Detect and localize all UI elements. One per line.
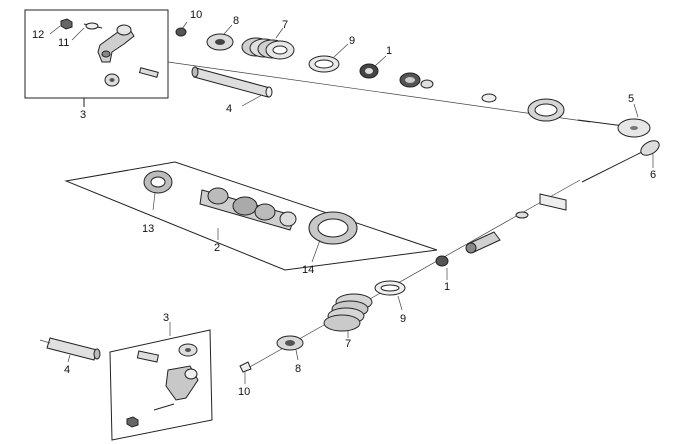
rocker-pin-icon [138,67,159,78]
rocker-shaft-bottom [39,337,101,363]
rocker-arm-icon [97,29,135,63]
valve-intake [577,103,651,138]
callout-2: 2 [214,242,220,254]
valve-exhaust [581,140,660,183]
upper-axis-parts [399,72,565,122]
callout-labels: 1 1 2 3 3 4 4 5 6 7 7 8 8 9 9 10 10 11 1… [32,9,656,398]
callout-9-bottom: 9 [400,313,406,325]
inset-box-top [24,9,169,107]
callout-12: 12 [32,29,44,41]
callout-3-bottom: 3 [163,312,169,324]
callout-10-bottom: 10 [238,386,250,398]
callout-8-bottom: 8 [295,363,301,375]
assembly-axis-lower [247,179,581,369]
rocker-shaft-top [191,66,273,107]
callout-3-top: 3 [80,109,86,121]
callout-1-top: 1 [386,45,392,57]
callout-14: 14 [302,264,314,276]
callout-1-bottom: 1 [444,281,450,293]
camshaft-group [64,161,438,271]
spring-retainer-top [206,24,234,51]
valve-spring-top [241,27,295,60]
valve-seat-washer-top [308,43,349,73]
callout-6: 6 [650,169,656,181]
callout-10-top: 10 [190,9,202,21]
callout-7-top: 7 [282,19,288,31]
nut-icon [60,18,73,30]
callout-5: 5 [628,93,634,105]
callout-4-top: 4 [226,103,232,115]
assembly-axis-upper [167,61,591,123]
callout-7-bottom: 7 [345,338,351,350]
callout-13: 13 [142,223,154,235]
callout-9-top: 9 [349,35,355,47]
callout-8-top: 8 [233,15,239,27]
callout-11: 11 [58,37,69,49]
inset-panel-bottom [109,322,213,441]
valve-stem-seal-top [359,55,387,79]
lower-axis-parts [239,193,567,384]
callout-4-bottom: 4 [64,364,70,376]
valve-cotter-top [175,21,188,37]
